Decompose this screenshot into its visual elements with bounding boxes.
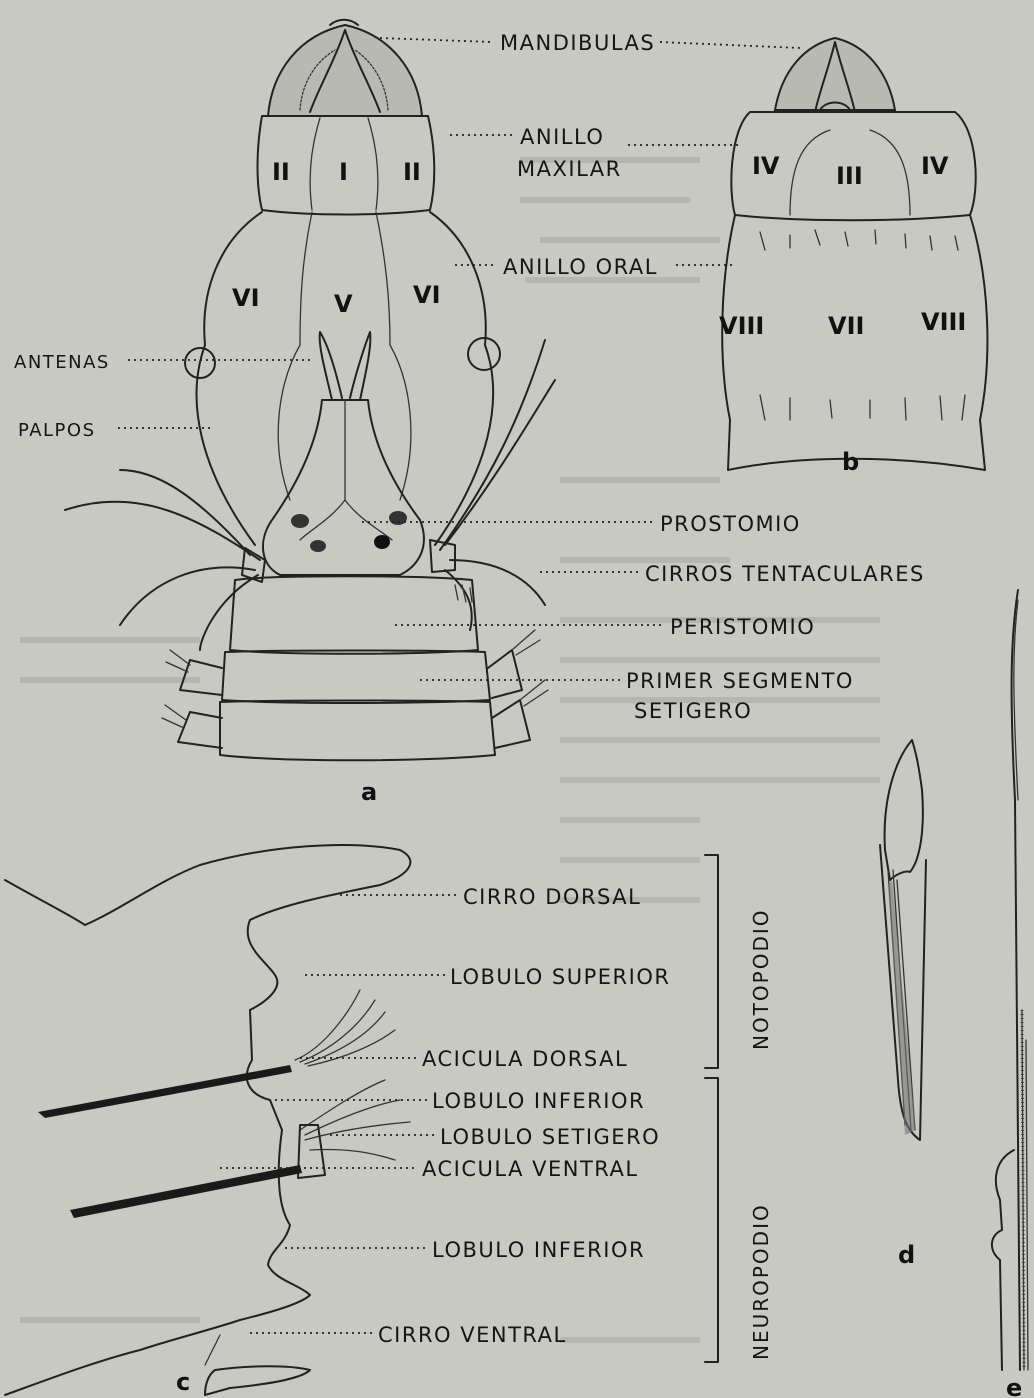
label-lobulo-superior: LOBULO SUPERIOR xyxy=(450,965,670,989)
label-cirro-dorsal: CIRRO DORSAL xyxy=(463,885,641,909)
panel-a-region-labels: II I II VI V VI xyxy=(232,158,441,318)
label-acicula-dorsal: ACICULA DORSAL xyxy=(422,1047,628,1071)
area-vi-left: VI xyxy=(232,284,260,312)
area-iii: III xyxy=(836,162,863,190)
panel-e-seta-drawing xyxy=(992,590,1028,1370)
label-notopodio: NOTOPODIO xyxy=(749,908,773,1050)
label-neuropodio: NEUROPODIO xyxy=(749,1203,773,1360)
label-primer-segmento-1: PRIMER SEGMENTO xyxy=(626,669,854,693)
area-i: I xyxy=(339,158,348,186)
label-mandibulas: MANDIBULAS xyxy=(500,31,655,55)
panel-b-region-labels: IV III IV VIII VII VIII xyxy=(719,152,966,340)
area-viii-left: VIII xyxy=(719,312,764,340)
panel-letter-c: c xyxy=(176,1368,190,1396)
label-anillo-maxilar-2: MAXILAR xyxy=(517,157,622,181)
area-v: V xyxy=(334,290,353,318)
label-antenas: ANTENAS xyxy=(14,352,110,373)
panel-letter-e: e xyxy=(1006,1374,1022,1398)
panel-letter-b: b xyxy=(842,448,859,476)
label-lobulo-inferior-neuro: LOBULO INFERIOR xyxy=(432,1238,645,1262)
panel-d-seta-drawing xyxy=(880,740,926,1140)
label-cirros-tentaculares: CIRROS TENTACULARES xyxy=(645,562,925,586)
label-palpos: PALPOS xyxy=(18,420,96,441)
label-acicula-ventral: ACICULA VENTRAL xyxy=(422,1157,639,1181)
area-vii: VII xyxy=(828,312,864,340)
panel-letter-a: a xyxy=(361,778,377,806)
label-prostomio: PROSTOMIO xyxy=(660,512,801,536)
label-anillo-maxilar-1: ANILLO xyxy=(520,125,604,149)
area-iv-left: IV xyxy=(752,152,780,180)
area-iv-right: IV xyxy=(921,152,949,180)
annotation-labels: MANDIBULAS ANILLO MAXILAR ANILLO ORAL AN… xyxy=(14,31,925,1347)
panel-letter-d: d xyxy=(898,1241,915,1269)
label-anillo-oral: ANILLO ORAL xyxy=(503,255,658,279)
panel-c-parapodium-drawing xyxy=(5,845,410,1395)
area-viii-right: VIII xyxy=(921,308,966,336)
area-ii-right: II xyxy=(403,158,421,186)
label-lobulo-inferior-noto: LOBULO INFERIOR xyxy=(432,1089,645,1113)
label-peristomio: PERISTOMIO xyxy=(670,615,815,639)
label-lobulo-setigero: LOBULO SETIGERO xyxy=(440,1125,660,1149)
area-vi-right: VI xyxy=(413,281,441,309)
panel-b-head-drawing xyxy=(722,38,987,470)
panel-a-head-drawing xyxy=(65,20,555,761)
brackets xyxy=(705,855,718,1362)
label-cirro-ventral: CIRRO VENTRAL xyxy=(378,1323,567,1347)
label-primer-segmento-2: SETIGERO xyxy=(634,699,752,723)
bracket-labels: NOTOPODIO NEUROPODIO xyxy=(749,908,773,1360)
area-ii-left: II xyxy=(272,158,290,186)
mandibles-shape-b xyxy=(775,38,895,110)
